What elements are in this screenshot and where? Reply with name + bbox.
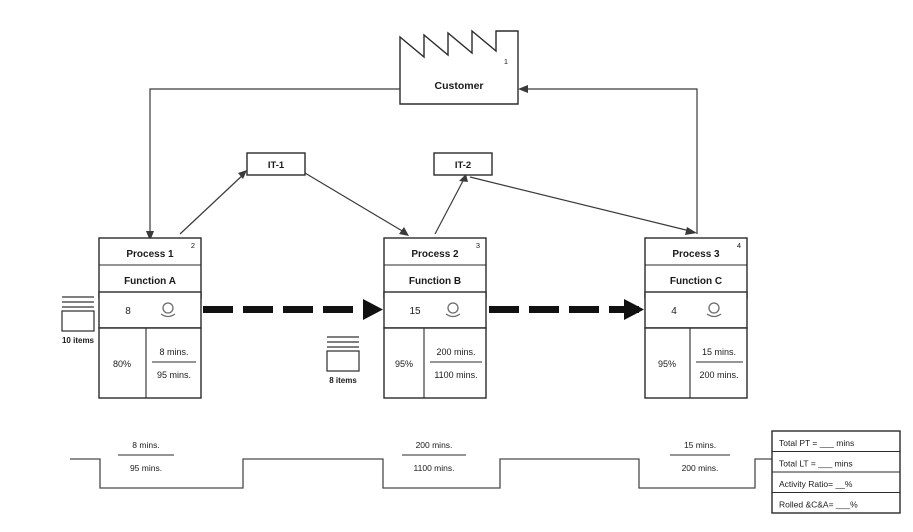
inventory-node-1[interactable]: 10 items: [61, 296, 95, 345]
flow-line: [469, 176, 691, 232]
inventory-icon: [326, 350, 360, 372]
process3-name: Process 3: [672, 249, 720, 260]
process3-badge: 4: [737, 241, 741, 250]
material-flow-process1-to-process2: [203, 299, 383, 320]
flow-line: [179, 172, 246, 235]
push-arrow-dash: [283, 306, 313, 313]
process2-function: Function B: [409, 276, 461, 287]
info-flow-it2-to-process3: [469, 176, 697, 235]
process2-badge: 3: [476, 241, 480, 250]
timeline-segment-2: 200 mins. 1100 mins.: [402, 440, 466, 473]
arrow-head-icon: [459, 174, 468, 182]
info-flow-process2-to-it2: [434, 174, 468, 235]
flow-line: [149, 88, 400, 234]
it2-label: IT-2: [455, 160, 471, 171]
process2-process-time: 200 mins.: [436, 347, 475, 357]
timeline-segment-1: 8 mins. 95 mins.: [118, 440, 174, 473]
info-flow-process1-to-it1: [179, 170, 247, 235]
push-arrow-dash: [203, 306, 233, 313]
process1-lead-time: 95 mins.: [157, 370, 191, 380]
factory-icon: [399, 29, 519, 105]
timeline-segment-3: 15 mins. 200 mins.: [670, 440, 730, 473]
material-flow-process2-to-process3: [489, 299, 644, 320]
arrow-head-icon: [518, 85, 528, 93]
it1-label: IT-1: [268, 160, 285, 171]
timeline2-lead-time: 1100 mins.: [414, 463, 455, 473]
inventory2-label: 8 items: [329, 376, 357, 385]
summary-row-activity-ratio: Activity Ratio= __%: [779, 479, 853, 489]
customer-label: Customer: [434, 80, 483, 92]
process1-process-time: 8 mins.: [159, 347, 188, 357]
operator-icon: [706, 302, 722, 318]
process2-operator-row: [383, 291, 487, 329]
inventory-icon: [61, 310, 95, 332]
inventory-node-2[interactable]: 8 items: [326, 336, 360, 385]
customer-badge: 1: [504, 57, 508, 66]
process2-lead-time: 1100 mins.: [434, 370, 477, 380]
it-system-it2[interactable]: IT-2: [433, 152, 493, 176]
push-arrow-dash: [323, 306, 353, 313]
process1-name: Process 1: [126, 249, 174, 260]
process3-metrics: [644, 327, 748, 399]
process3-upper: [644, 237, 748, 299]
arrow-head-icon: [399, 227, 409, 236]
arrow-head-icon: [238, 170, 247, 179]
process3-operator-count: 4: [671, 306, 677, 317]
process1-quality: 80%: [113, 359, 131, 369]
push-arrow-dash: [243, 306, 273, 313]
process3-quality: 95%: [658, 359, 676, 369]
process-box-2[interactable]: 3 Process 2 Function B 15 95% 200 mins. …: [383, 237, 487, 399]
timeline-path: [70, 458, 772, 489]
process-box-3[interactable]: 4 Process 3 Function C 4 95% 15 mins. 20…: [644, 237, 748, 399]
push-arrow-head-icon: [624, 299, 644, 320]
process-box-1[interactable]: 2 Process 1 Function A 8 80% 8 mins. 95 …: [98, 237, 202, 399]
timeline3-lead-time: 200 mins.: [682, 463, 719, 473]
timeline2-process-time: 200 mins.: [416, 440, 453, 450]
process2-quality: 95%: [395, 359, 413, 369]
summary-row-total-pt: Total PT = ___ mins: [779, 438, 854, 448]
timeline3-process-time: 15 mins.: [684, 440, 716, 450]
it1-box: [246, 152, 306, 176]
push-arrow-dash: [489, 306, 519, 313]
summary-box[interactable]: Total PT = ___ mins Total LT = ___ mins …: [771, 430, 901, 514]
process2-metrics: [383, 327, 487, 399]
process1-operator-row: [98, 291, 202, 329]
inventory1-label: 10 items: [62, 336, 95, 345]
timeline-ladder: [70, 458, 772, 489]
flow-line: [304, 172, 405, 233]
timeline1-process-time: 8 mins.: [132, 440, 159, 450]
operator-icon: [445, 302, 461, 318]
info-flow-it1-to-process2: [304, 172, 409, 236]
process1-function: Function A: [124, 276, 176, 287]
process1-operator-count: 8: [125, 306, 131, 317]
arrow-head-icon: [146, 231, 154, 241]
process1-badge: 2: [191, 241, 195, 250]
info-flow-process3-to-customer: [518, 85, 698, 234]
process2-operator-count: 15: [409, 306, 421, 317]
push-arrow-head-icon: [363, 299, 383, 320]
push-arrow-dash: [529, 306, 559, 313]
process3-lead-time: 200 mins.: [699, 370, 738, 380]
info-flow-customer-to-process1: [146, 88, 400, 241]
process3-function: Function C: [670, 276, 722, 287]
process1-metrics: [98, 327, 202, 399]
timeline1-lead-time: 95 mins.: [130, 463, 162, 473]
flow-line: [434, 178, 465, 235]
operator-icon: [160, 302, 176, 318]
push-arrow-dash: [569, 306, 599, 313]
it-system-it1[interactable]: IT-1: [246, 152, 306, 176]
summary-row-rolled-cca: Rolled &C&A= ___%: [779, 500, 858, 510]
customer-node[interactable]: 1 Customer: [399, 29, 519, 105]
process2-name: Process 2: [411, 249, 459, 260]
process3-operator-row: [644, 291, 748, 329]
it2-box: [433, 152, 493, 176]
process1-upper: [98, 237, 202, 299]
flow-line: [525, 88, 698, 234]
summary-row-total-lt: Total LT = ___ mins: [779, 459, 853, 469]
process3-process-time: 15 mins.: [702, 347, 736, 357]
arrow-head-icon: [685, 227, 697, 235]
process2-upper: [383, 237, 487, 299]
